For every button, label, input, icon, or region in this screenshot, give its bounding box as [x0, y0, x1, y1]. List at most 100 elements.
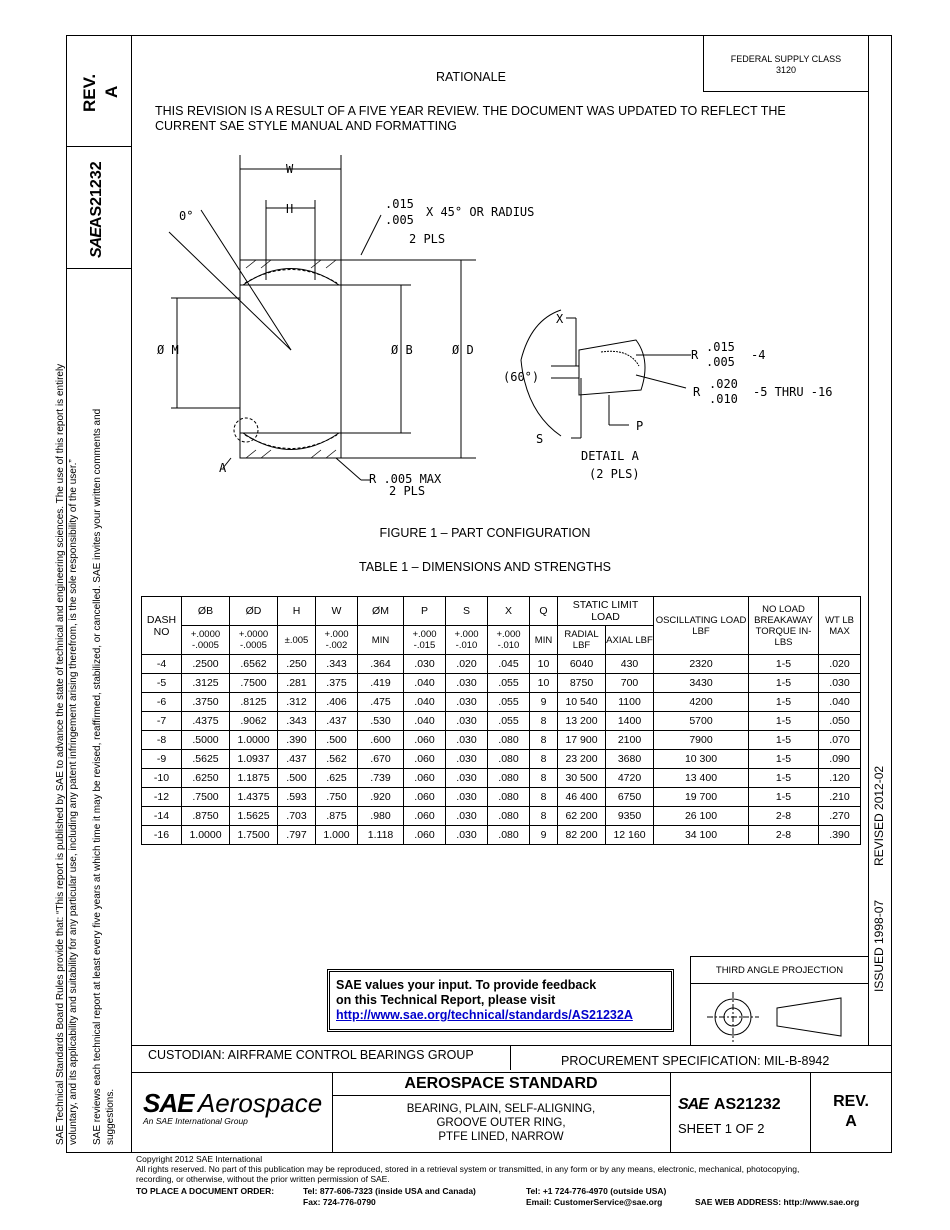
table-cell: .4375 — [181, 711, 230, 731]
third-angle-symbol — [707, 992, 842, 1042]
table-cell: 1.0000 — [229, 730, 278, 750]
table-cell: 8 — [529, 806, 558, 826]
table-cell: 1.7500 — [229, 825, 278, 845]
chamfer-label-4: 2 PLS — [409, 232, 445, 246]
table-cell: .120 — [818, 768, 862, 788]
sae-aerospace-logo: SAE Aerospace An SAE International Group — [143, 1088, 322, 1126]
th-w-tol: +.000 -.002 — [315, 625, 358, 655]
doc-box-number: SAEAS21232 — [88, 161, 106, 258]
th-axial: AXIAL LBF — [604, 625, 655, 655]
table-cell: .030 — [818, 673, 862, 693]
table-cell: .8750 — [181, 806, 230, 826]
dim-x-label: X — [556, 312, 564, 326]
th-wt: WT LB MAX — [818, 596, 862, 655]
sae-logo-small: SAE — [88, 228, 105, 258]
footer-web[interactable]: SAE WEB ADDRESS: http://www.sae.org — [695, 1197, 860, 1207]
th-x: X — [487, 596, 530, 626]
th-static: STATIC LIMIT LOAD — [556, 596, 655, 626]
table-cell: .055 — [487, 711, 530, 731]
table-cell: .030 — [445, 730, 488, 750]
footer-email[interactable]: Email: CustomerService@sae.org — [526, 1197, 663, 1207]
table-cell: .030 — [445, 711, 488, 731]
table-cell: .530 — [357, 711, 404, 731]
title-rev-value: A — [845, 1113, 857, 1130]
table-cell: .080 — [487, 749, 530, 769]
table-cell: -7 — [141, 711, 182, 731]
table-cell: 23 200 — [557, 749, 606, 769]
table-cell: .040 — [403, 673, 446, 693]
radius-label-2: 2 PLS — [389, 484, 425, 498]
table-cell: .739 — [357, 768, 404, 788]
footer-tel2: Tel: +1 724-776-4970 (outside USA) — [526, 1186, 667, 1196]
th-w: W — [315, 596, 358, 626]
radius-r2a: .020 — [709, 377, 738, 391]
th-h: H — [277, 596, 316, 626]
standard-heading: AEROSPACE STANDARD — [332, 1075, 670, 1096]
table-cell: .080 — [487, 768, 530, 788]
title-block-div3 — [810, 1072, 811, 1153]
table-cell: .030 — [403, 654, 446, 674]
table-cell: 8 — [529, 749, 558, 769]
table-cell: .562 — [315, 749, 358, 769]
table-cell: 10 — [529, 673, 558, 693]
table-cell: 1.1875 — [229, 768, 278, 788]
table-cell: .020 — [445, 654, 488, 674]
rev-box-bottom — [66, 146, 131, 147]
table-cell: 2320 — [653, 654, 750, 674]
document-title: BEARING, PLAIN, SELF-ALIGNING, GROOVE OU… — [332, 1102, 670, 1144]
feedback-line2: on this Technical Report, please visit — [336, 993, 556, 1007]
footer: Copyright 2012 SAE International All rig… — [136, 1154, 936, 1184]
table-cell: .055 — [487, 692, 530, 712]
table-cell: -8 — [141, 730, 182, 750]
table-cell: 1.0000 — [181, 825, 230, 845]
table-cell: 8 — [529, 730, 558, 750]
table-cell: .060 — [403, 768, 446, 788]
table-cell: .030 — [445, 692, 488, 712]
table-cell: 1-5 — [748, 692, 820, 712]
title-sae-logo: SAE — [678, 1096, 709, 1113]
dim-b-label: Ø B — [391, 343, 413, 357]
table-cell: .364 — [357, 654, 404, 674]
table-cell: 5700 — [653, 711, 750, 731]
custodian-top-line — [131, 1045, 892, 1046]
table-cell: .060 — [403, 749, 446, 769]
th-d: ØD — [229, 596, 278, 626]
table-cell: 7900 — [653, 730, 750, 750]
radius-r-label-1: R — [691, 348, 699, 362]
table-cell: .080 — [487, 806, 530, 826]
table-cell: .055 — [487, 673, 530, 693]
table-cell: 700 — [604, 673, 655, 693]
table-cell: .3750 — [181, 692, 230, 712]
table-cell: .343 — [277, 711, 316, 731]
table-cell: 34 100 — [653, 825, 750, 845]
detail-subtitle: (2 PLS) — [589, 467, 640, 481]
table-cell: .030 — [445, 806, 488, 826]
radius-r2b: .010 — [709, 392, 738, 406]
rev-box-value: A — [102, 85, 121, 98]
table-cell: .6250 — [181, 768, 230, 788]
table-cell: -9 — [141, 749, 182, 769]
table-cell: .375 — [315, 673, 358, 693]
third-angle-label: THIRD ANGLE PROJECTION — [691, 957, 868, 984]
table-cell: .437 — [277, 749, 316, 769]
title-line2: GROOVE OUTER RING, — [436, 1117, 566, 1129]
radius-r1b: .005 — [706, 355, 735, 369]
dim-m-label: Ø M — [157, 343, 179, 357]
table-cell: 1-5 — [748, 768, 820, 788]
feedback-line1: SAE values your input. To provide feedba… — [336, 978, 597, 992]
figure-caption: FIGURE 1 – PART CONFIGURATION — [379, 526, 591, 540]
chamfer-label-3: X 45° OR RADIUS — [426, 205, 534, 219]
feedback-link[interactable]: http://www.sae.org/technical/standards/A… — [336, 1008, 633, 1022]
title-line1: BEARING, PLAIN, SELF-ALIGNING, — [406, 1103, 596, 1115]
dimensions-table: DASH NO ØB ØD H W ØM P S X Q STATIC LIMI… — [141, 596, 862, 845]
procurement-text: PROCUREMENT SPECIFICATION: MIL-B-8942 — [561, 1054, 830, 1068]
table-cell: 13 200 — [557, 711, 606, 731]
table-cell: -4 — [141, 654, 182, 674]
table-cell: .500 — [315, 730, 358, 750]
aerospace-logo-text: Aerospace — [197, 1088, 323, 1118]
